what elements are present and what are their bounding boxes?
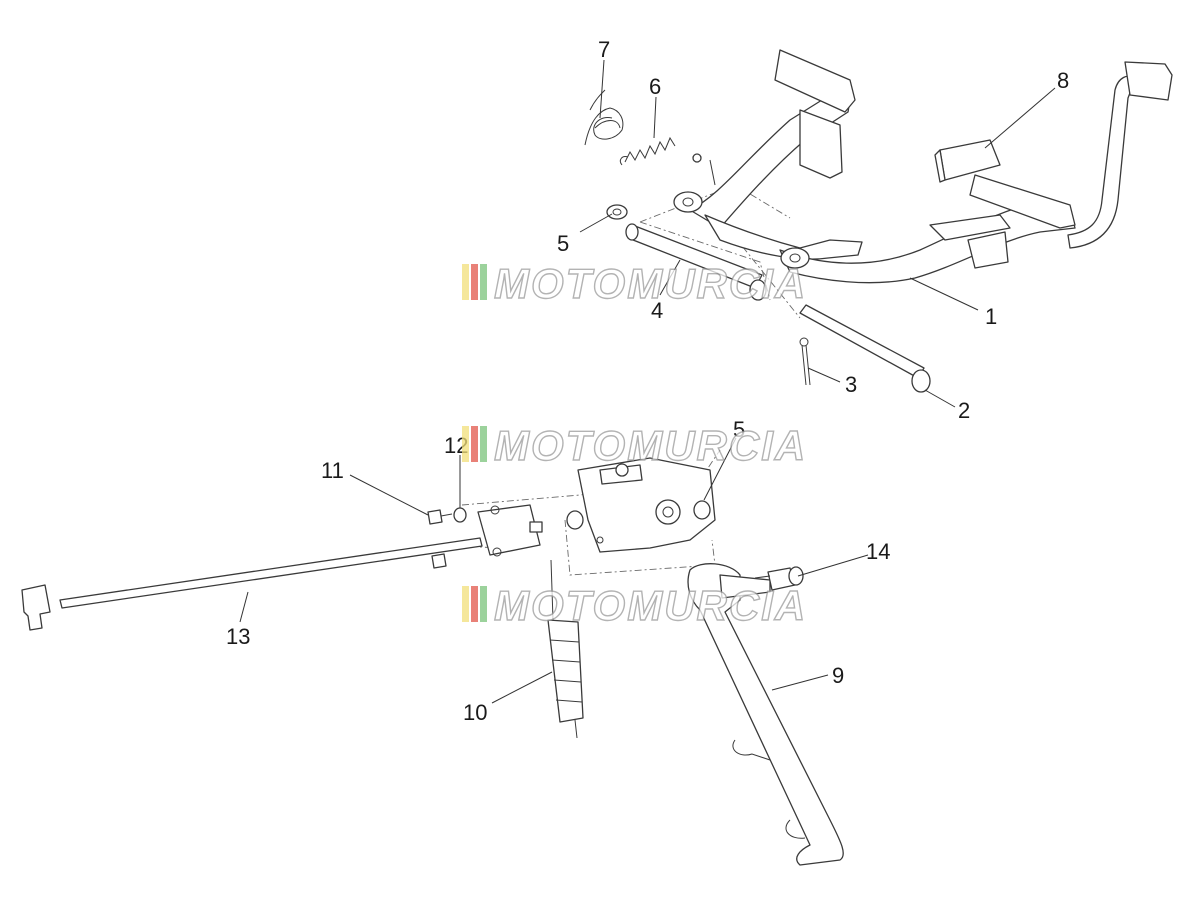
callout-3: 3 (845, 372, 857, 397)
lower-washer (693, 500, 711, 520)
callout-4: 4 (651, 298, 663, 323)
callout-7: 7 (598, 37, 610, 62)
spring-6 (619, 136, 676, 166)
callout-5: 5 (557, 231, 569, 256)
watermark-stripe-1 (462, 426, 469, 462)
watermark-stripe-2 (471, 586, 478, 622)
side-stand-switch (477, 504, 543, 557)
callout-2: 2 (958, 398, 970, 423)
callout-10: 10 (463, 700, 487, 725)
stand-bolt (754, 566, 804, 591)
watermark-top: MOTOMURCIA (462, 259, 807, 308)
callout-14: 14 (866, 539, 890, 564)
washer (606, 204, 628, 220)
watermark-bottom: MOTOMURCIA (462, 581, 807, 630)
callout-1: 1 (985, 304, 997, 329)
watermark-stripe-1 (462, 586, 469, 622)
bushing-tube (625, 223, 767, 301)
center-stand-frame (673, 49, 1173, 284)
callout-9: 9 (832, 663, 844, 688)
watermark-logo-text: MOTOMURCIA (494, 422, 807, 469)
bolt (427, 509, 453, 569)
watermark-stripe-3 (480, 426, 487, 462)
callout-13: 13 (226, 624, 250, 649)
watermark-stripe-3 (480, 586, 487, 622)
watermark-stripe-2 (471, 264, 478, 300)
rubber-bumper (934, 139, 1001, 183)
leader-lines (239, 59, 1056, 704)
side-stand-bracket (577, 457, 716, 553)
watermark-logo-text: MOTOMURCIA (494, 260, 807, 307)
watermark-middle: MOTOMURCIA (462, 421, 807, 470)
washer-12 (453, 507, 467, 523)
side-stand-spring (547, 559, 584, 739)
callout-6: 6 (649, 74, 661, 99)
bracket-washer (566, 510, 584, 530)
callout-5-lower: 5 (733, 417, 745, 442)
callout-8: 8 (1057, 68, 1069, 93)
watermark-stripe-3 (480, 264, 487, 300)
spring-7 (584, 89, 624, 146)
watermark-logo-text: MOTOMURCIA (494, 582, 807, 629)
watermark-stripe-1 (462, 264, 469, 300)
watermark-stripe-2 (471, 426, 478, 462)
callout-11: 11 (321, 458, 344, 483)
stand-pivot-pin (799, 304, 931, 393)
side-stand (687, 563, 844, 866)
sensor-cable (21, 537, 483, 631)
split-pin (799, 337, 811, 386)
